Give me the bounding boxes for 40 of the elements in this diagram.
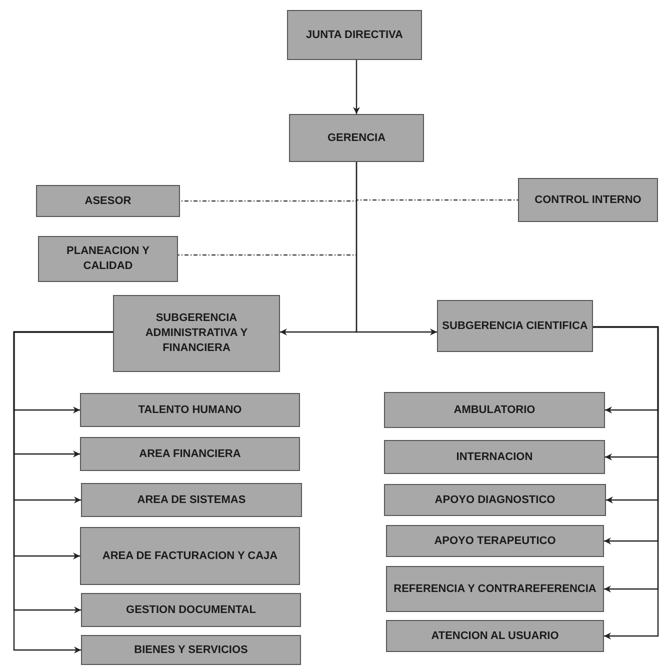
org-box — [386, 525, 604, 557]
org-box — [384, 440, 605, 474]
box-label: INTERNACION — [456, 450, 533, 464]
box-label: REFERENCIA Y CONTRAREFERENCIA — [394, 582, 596, 596]
org-box — [80, 437, 300, 471]
box-label: SUBGERENCIA ADMINISTRATIVA Y FINANCIERA — [144, 311, 249, 356]
box-label: BIENES Y SERVICIOS — [134, 642, 248, 658]
org-box — [36, 185, 180, 217]
box-label: ATENCION AL USUARIO — [431, 628, 559, 644]
box-label: AMBULATORIO — [454, 402, 536, 418]
box-label: JUNTA DIRECTIVA — [306, 28, 403, 42]
org-box — [384, 484, 606, 516]
box-label: AREA DE FACTURACION Y CAJA — [102, 548, 278, 564]
org-box — [81, 593, 301, 627]
org-box — [437, 300, 593, 352]
org-box — [38, 236, 178, 282]
arrow — [353, 60, 360, 114]
org-box — [80, 393, 300, 427]
org-box — [287, 10, 422, 60]
box-label: GERENCIA — [327, 130, 386, 146]
box-label: ASESOR — [84, 194, 132, 208]
box-label: PLANEACION Y CALIDAD — [66, 244, 150, 274]
org-box — [81, 483, 302, 517]
org-box — [386, 566, 604, 612]
org-box — [113, 295, 280, 372]
org-box — [80, 527, 300, 585]
box-label: SUBGERENCIA CIENTIFICA — [442, 318, 588, 334]
org-box — [384, 392, 605, 428]
box-label: AREA FINANCIERA — [139, 446, 241, 462]
box-label: TALENTO HUMANO — [138, 402, 242, 418]
arrow — [356, 162, 437, 336]
org-box — [386, 620, 604, 652]
box-label: APOYO DIAGNOSTICO — [434, 492, 556, 508]
org-box — [518, 178, 658, 222]
org-box — [81, 635, 301, 665]
org-box — [289, 114, 424, 162]
box-label: GESTION DOCUMENTAL — [126, 602, 256, 618]
box-label: APOYO TERAPEUTICO — [434, 534, 556, 548]
box-label: AREA DE SISTEMAS — [137, 492, 246, 508]
box-label: CONTROL INTERNO — [534, 192, 642, 208]
